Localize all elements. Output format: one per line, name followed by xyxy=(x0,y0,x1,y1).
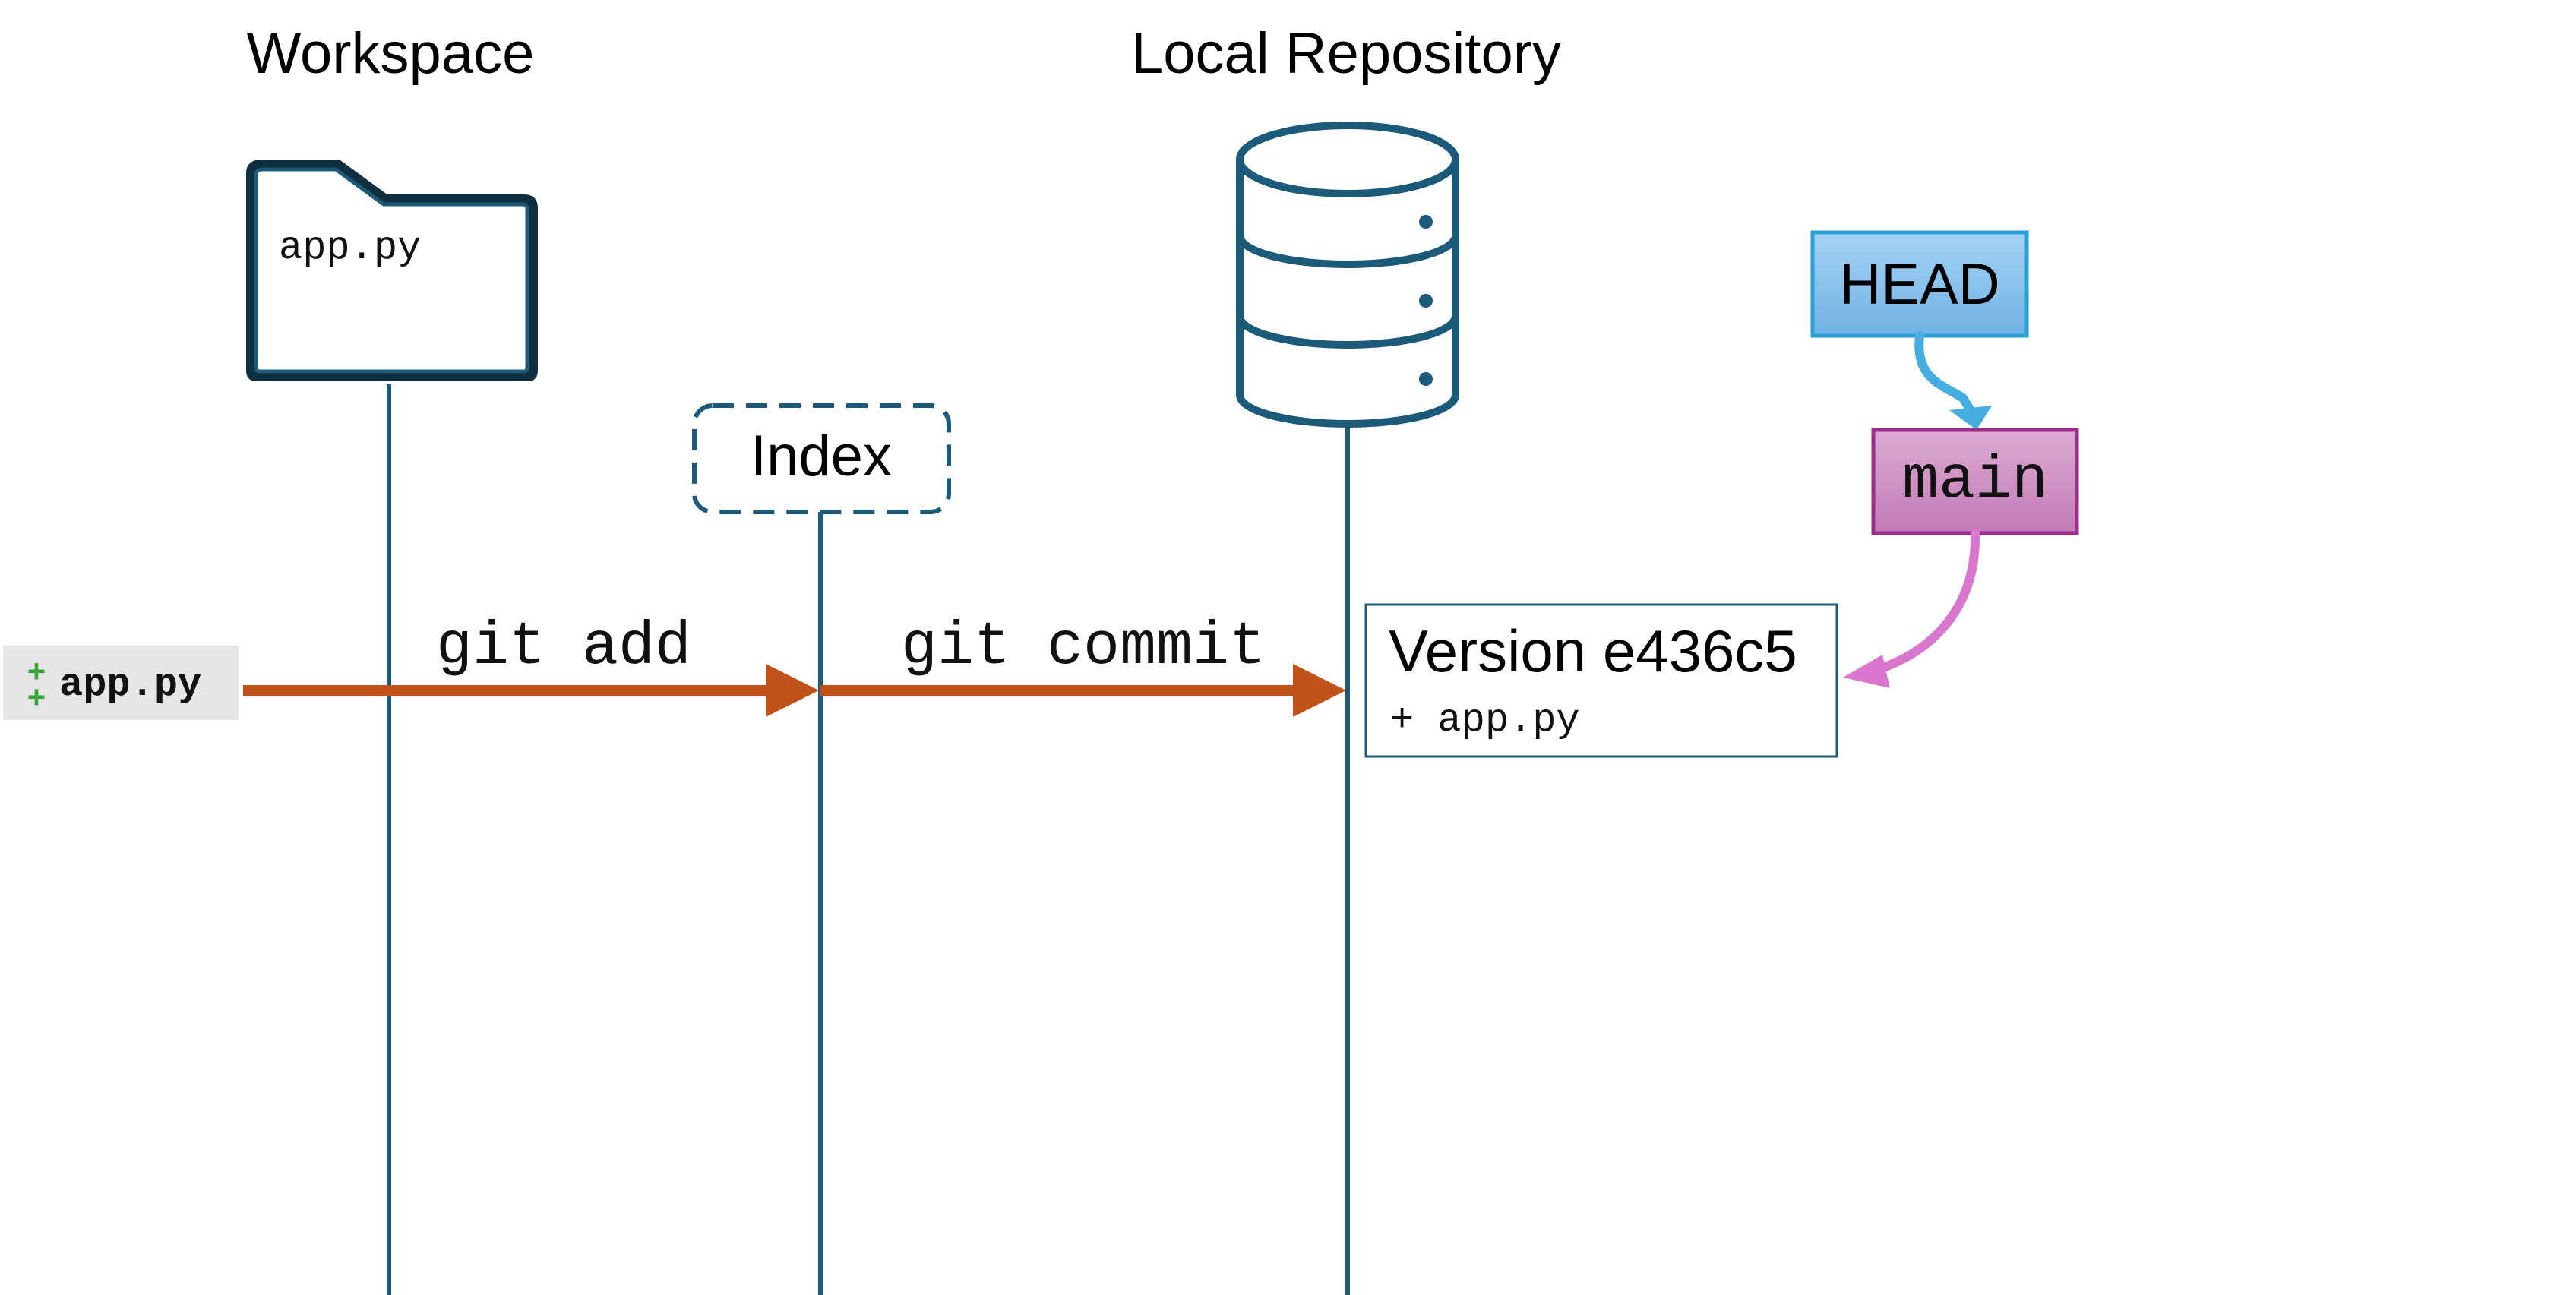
head-ref xyxy=(1810,230,2029,338)
new-file-name: app.py xyxy=(59,662,201,707)
git-commit-arrowhead xyxy=(1293,664,1346,717)
branch-ref xyxy=(1871,428,2079,535)
branch-label: main xyxy=(1902,447,2048,516)
branch-to-commit-arrowhead xyxy=(1843,655,1890,688)
new-file-chip xyxy=(3,646,239,720)
head-to-branch-arrow xyxy=(1914,331,1975,415)
commit-box xyxy=(1364,603,1838,758)
database-icon xyxy=(1236,122,1459,428)
head-label: HEAD xyxy=(1839,252,1999,317)
workspace-title: Workspace xyxy=(247,21,535,86)
git-add-label: git add xyxy=(436,613,691,682)
commit-change: + app.py xyxy=(1390,698,1580,743)
index-box xyxy=(692,403,951,514)
git-add-arrowhead xyxy=(766,664,819,717)
repository-title: Local Repository xyxy=(1131,21,1561,86)
index-label: Index xyxy=(751,424,892,488)
commit-version: Version e436c5 xyxy=(1389,617,1797,684)
plus-icon: + xyxy=(27,655,46,692)
head-to-branch-arrowhead xyxy=(1949,406,1992,430)
folder-icon xyxy=(246,160,538,381)
branch-to-commit-arrow xyxy=(1867,529,1980,676)
folder-file-label: app.py xyxy=(279,226,421,270)
git-commit-label: git commit xyxy=(901,613,1266,682)
plus-icon: + xyxy=(27,681,46,718)
